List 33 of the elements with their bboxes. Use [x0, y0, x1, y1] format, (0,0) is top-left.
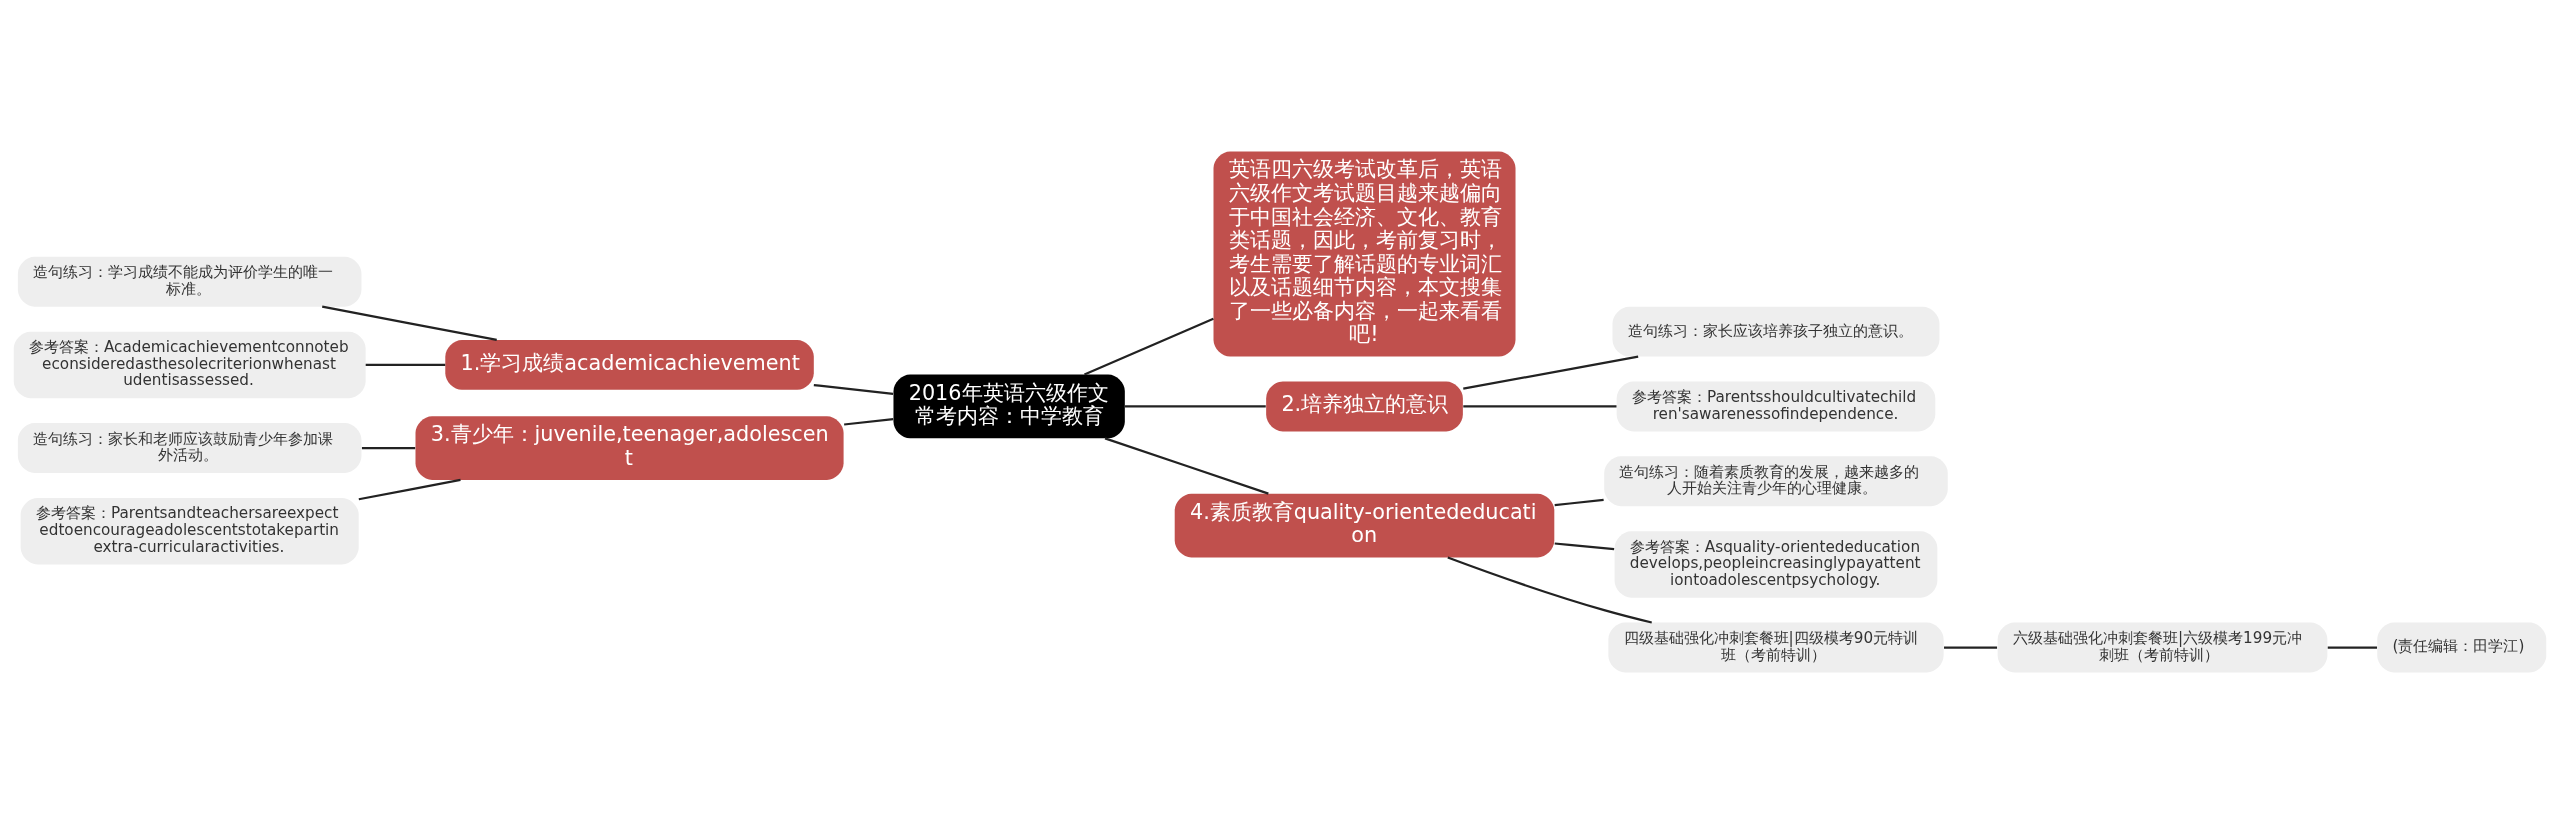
node-box: 参考答案：Parentsshouldcultivatechildren'sawarenessofindependence.: [1616, 381, 1936, 432]
node-box: 造句练习：学习成绩不能成为评价学生的唯一标准。: [17, 256, 362, 307]
node-box: 造句练习：家长应该培养孩子独立的意识。: [1612, 306, 1940, 357]
node-box: 参考答案：Parentsandteachersareexpectedtoencourageadolescentstotakepartinextra-curricularactivities.: [20, 497, 359, 565]
node-box: 1.学习成绩academicachievement: [445, 339, 814, 390]
node-box: 六级基础强化冲刺套餐班|六级模考199元冲刺班（考前特训）: [1997, 622, 2328, 673]
connector: [365, 363, 446, 366]
node-box: 参考答案：Academicachievementconnotebeconsideredasthesolecriterionwhenastudentisassessed.: [13, 331, 366, 399]
node-box: 2.培养独立的意识: [1266, 381, 1463, 432]
connector: [1554, 498, 1604, 507]
connector: [844, 418, 894, 426]
connector: [322, 305, 497, 341]
node-box: 参考答案：Asquality-orientededucationdevelops,peopleincreasinglypayattentiontoadolescentpsychology.: [1614, 531, 1938, 598]
connector: [1447, 556, 1652, 624]
node-box: 造句练习：随着素质教育的发展，越来越多的人开始关注青少年的心理健康。: [1604, 456, 1948, 507]
node-box: (责任编辑：田学江): [2377, 622, 2547, 673]
node-box: 2016年英语六级作文常考内容：中学教育: [893, 374, 1125, 439]
connector: [1104, 437, 1269, 495]
connector: [1463, 355, 1639, 390]
node-box: 4.素质教育quality-orientededucation: [1174, 493, 1555, 558]
node-box: 造句练习：家长和老师应该鼓励青少年参加课外活动。: [17, 423, 362, 473]
connector: [358, 478, 461, 501]
connector: [813, 383, 894, 395]
connector: [2327, 646, 2378, 649]
connector: [1125, 405, 1266, 408]
node-box: 英语四六级考试改革后，英语六级作文考试题目越来越偏向于中国社会经济、文化、教育类话题，因此，考前复习时，考生需要了解话题的专业词汇以及话题细节内容，本文搜集了一些必备内容，一起来看看吧!: [1213, 151, 1516, 357]
connector: [1084, 317, 1214, 376]
connector: [1463, 405, 1617, 408]
node-box: 3.青少年：juvenile,teenager,adolescent: [415, 416, 844, 480]
connector: [1554, 542, 1615, 551]
connector: [1944, 646, 1998, 649]
connector: [361, 446, 416, 450]
node-box: 四级基础强化冲刺套餐班|四级模考90元特训班（考前特训）: [1608, 622, 1944, 673]
